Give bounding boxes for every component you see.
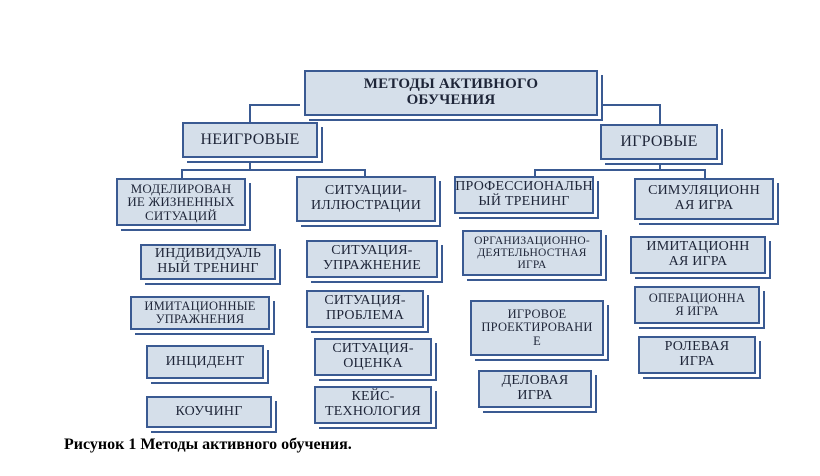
method-label: СИТУАЦИЯ- УПРАЖНЕНИЕ bbox=[322, 243, 422, 273]
method-label: ПРОФЕССИОНАЛЬН ЫЙ ТРЕНИНГ bbox=[455, 179, 593, 209]
method-node: КЕЙС- ТЕХНОЛОГИЯ bbox=[314, 386, 432, 424]
method-label: СИМУЛЯЦИОНН АЯ ИГРА bbox=[648, 183, 760, 213]
method-label: ИГРОВОЕ ПРОЕКТИРОВАНИ Е bbox=[481, 307, 593, 348]
method-node: ИНДИВИДУАЛЬ НЫЙ ТРЕНИНГ bbox=[140, 244, 276, 280]
method-label: ИНДИВИДУАЛЬ НЫЙ ТРЕНИНГ bbox=[154, 246, 262, 276]
method-label: СИТУАЦИЯ- ОЦЕНКА bbox=[332, 341, 414, 371]
method-label: ДЕЛОВАЯ ИГРА bbox=[501, 373, 569, 403]
method-node: ИНЦИДЕНТ bbox=[146, 345, 264, 379]
method-node: СИМУЛЯЦИОНН АЯ ИГРА bbox=[634, 178, 774, 220]
method-label: СИТУАЦИЯ- ПРОБЛЕМА bbox=[324, 293, 406, 323]
method-node: СИТУАЦИЯ- ОЦЕНКА bbox=[314, 338, 432, 376]
method-node: ДЕЛОВАЯ ИГРА bbox=[478, 370, 592, 408]
figure-caption: Рисунок 1 Методы активного обучения. bbox=[64, 436, 352, 454]
caption-label: Рисунок 1 bbox=[64, 436, 137, 453]
category-non-game-label: НЕИГРОВЫЕ bbox=[200, 130, 300, 148]
method-node: МОДЕЛИРОВАН ИЕ ЖИЗНЕННЫХ СИТУАЦИЙ bbox=[116, 178, 246, 226]
root-label: МЕТОДЫ АКТИВНОГО ОБУЧЕНИЯ bbox=[363, 76, 539, 108]
method-node: СИТУАЦИЯ- ПРОБЛЕМА bbox=[306, 290, 424, 328]
method-label: ИНЦИДЕНТ bbox=[165, 353, 245, 369]
method-label: КЕЙС- ТЕХНОЛОГИЯ bbox=[325, 389, 421, 419]
method-node: СИТУАЦИЯ- УПРАЖНЕНИЕ bbox=[306, 240, 438, 278]
category-game: ИГРОВЫЕ bbox=[600, 124, 718, 160]
method-label: ОРГАНИЗАЦИОННО- ДЕЯТЕЛЬНОСТНАЯ ИГРА bbox=[474, 234, 590, 272]
method-node: ОПЕРАЦИОННА Я ИГРА bbox=[634, 286, 760, 324]
method-node: ИМИТАЦИОНН АЯ ИГРА bbox=[630, 236, 766, 274]
method-node: ИМИТАЦИОННЫЕ УПРАЖНЕНИЯ bbox=[130, 296, 270, 330]
method-node: ПРОФЕССИОНАЛЬН ЫЙ ТРЕНИНГ bbox=[454, 176, 594, 214]
method-label: СИТУАЦИИ- ИЛЛЮСТРАЦИИ bbox=[310, 183, 422, 213]
method-node: РОЛЕВАЯ ИГРА bbox=[638, 336, 756, 374]
method-label: РОЛЕВАЯ ИГРА bbox=[664, 339, 730, 369]
method-node: КОУЧИНГ bbox=[146, 396, 272, 428]
method-label: КОУЧИНГ bbox=[175, 403, 243, 419]
method-label: ИМИТАЦИОННЫЕ УПРАЖНЕНИЯ bbox=[144, 298, 256, 326]
method-label: ИМИТАЦИОНН АЯ ИГРА bbox=[646, 239, 750, 269]
method-node: ОРГАНИЗАЦИОННО- ДЕЯТЕЛЬНОСТНАЯ ИГРА bbox=[462, 230, 602, 276]
caption-text: Методы активного обучения. bbox=[136, 436, 352, 453]
method-label: МОДЕЛИРОВАН ИЕ ЖИЗНЕННЫХ СИТУАЦИЙ bbox=[127, 180, 235, 223]
category-game-label: ИГРОВЫЕ bbox=[620, 132, 698, 150]
category-non-game: НЕИГРОВЫЕ bbox=[182, 122, 318, 158]
method-label: ОПЕРАЦИОННА Я ИГРА bbox=[648, 290, 746, 318]
method-node: ИГРОВОЕ ПРОЕКТИРОВАНИ Е bbox=[470, 300, 604, 356]
root-node: МЕТОДЫ АКТИВНОГО ОБУЧЕНИЯ bbox=[304, 70, 598, 116]
method-node: СИТУАЦИИ- ИЛЛЮСТРАЦИИ bbox=[296, 176, 436, 222]
